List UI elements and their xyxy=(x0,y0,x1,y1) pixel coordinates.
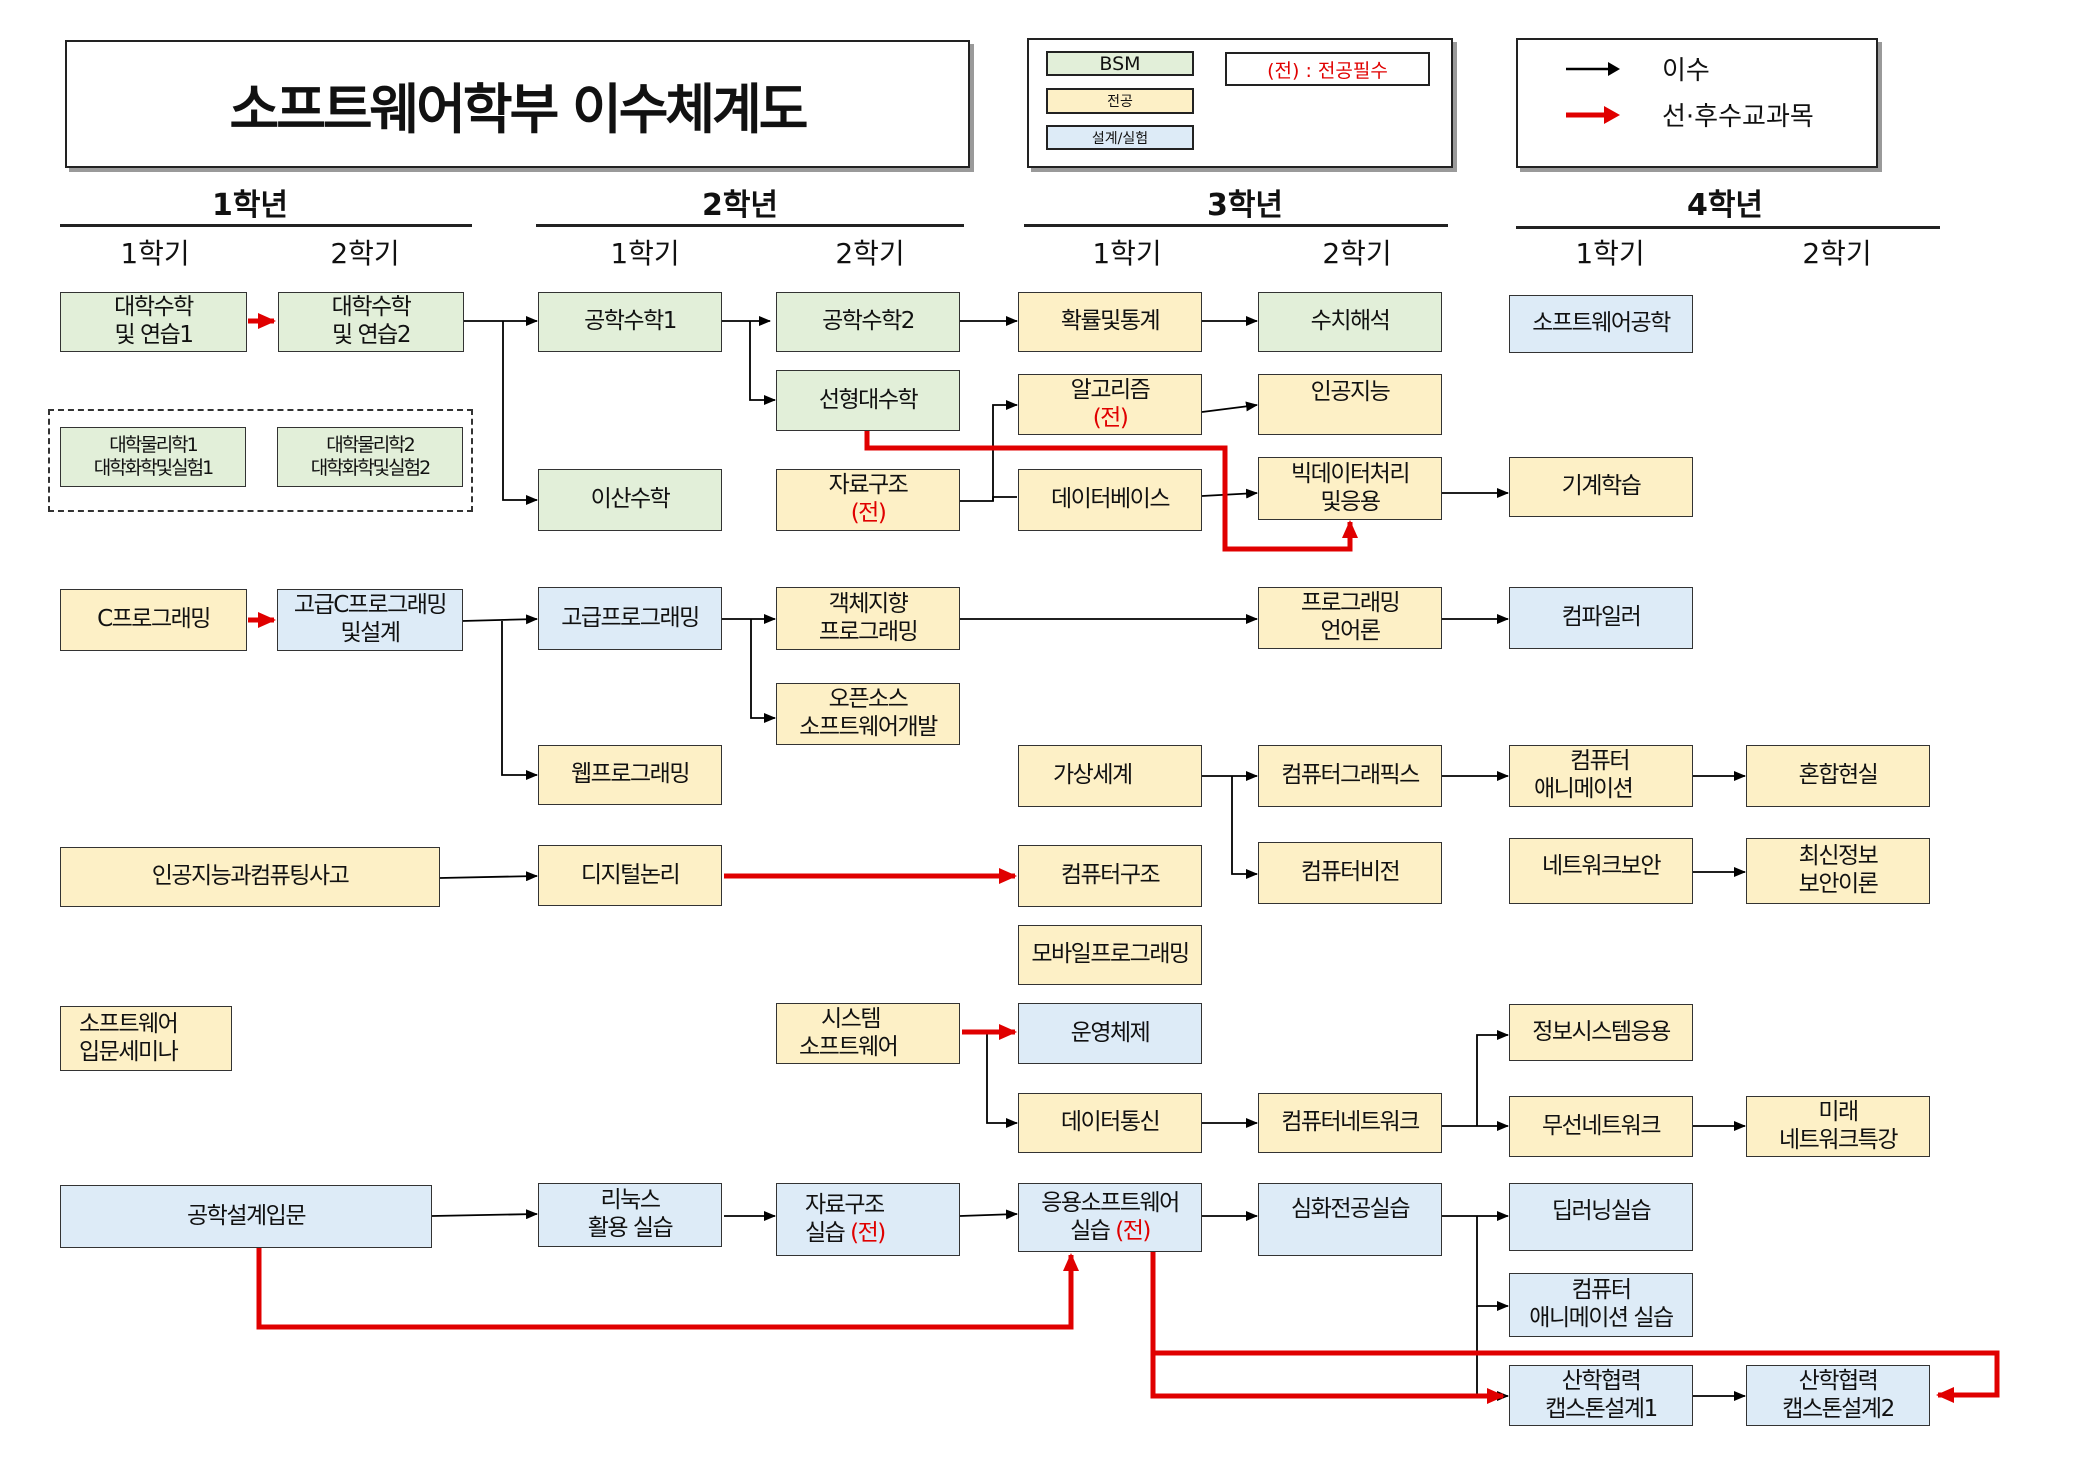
course-eng-math-2[interactable]: 공학수학2 xyxy=(776,292,960,352)
course-data-structures[interactable]: 자료구조(전) xyxy=(776,469,960,531)
legend-arrow-normal-label: 이수 xyxy=(1662,56,1710,86)
year-1-sem-1: 1학기 xyxy=(120,237,190,270)
legend-arrow-prereq-label: 선·후수교과목 xyxy=(1662,102,1814,132)
arrow-legend: 이수 선·후수교과목 xyxy=(1516,38,1878,168)
legend-arrow-prereq: 선·후수교과목 xyxy=(1564,96,1814,133)
color-legend: BSM 전공 설계/실험 (전) : 전공필수 xyxy=(1027,38,1453,168)
legend-required-note: (전) : 전공필수 xyxy=(1225,52,1430,86)
course-numerical-analysis[interactable]: 수치해석 xyxy=(1258,292,1442,352)
year-2-sem-1: 1학기 xyxy=(610,237,680,270)
course-deep-learning-lab[interactable]: 딥러닝실습 xyxy=(1509,1183,1693,1251)
year-4-line xyxy=(1516,226,1940,229)
course-wireless-network[interactable]: 무선네트워크 xyxy=(1509,1096,1693,1157)
course-artificial-intelligence[interactable]: 인공지능 xyxy=(1258,374,1442,435)
year-2-sem-2: 2학기 xyxy=(835,237,905,270)
year-3-sem-1: 1학기 xyxy=(1092,237,1162,270)
year-1-label: 1학년 xyxy=(211,188,289,223)
legend-major-swatch: 전공 xyxy=(1046,88,1194,114)
course-digital-logic[interactable]: 디지털논리 xyxy=(538,845,722,906)
course-algorithms[interactable]: 알고리즘(전) xyxy=(1018,374,1202,435)
year-1-sem-2: 2학기 xyxy=(330,237,400,270)
course-discrete-math[interactable]: 이산수학 xyxy=(538,469,722,531)
year-2-label: 2학년 xyxy=(701,188,779,223)
red-arrow-icon xyxy=(1566,105,1620,124)
legend-arrow-normal: 이수 xyxy=(1564,50,1710,87)
course-virtual-world[interactable]: 가상세계 xyxy=(1018,745,1202,807)
course-network-security[interactable]: 네트워크보안 xyxy=(1509,838,1693,904)
year-3-line xyxy=(1024,224,1448,227)
course-data-communication[interactable]: 데이터통신 xyxy=(1018,1093,1202,1153)
course-eng-design-intro[interactable]: 공학설계입문 xyxy=(60,1185,432,1248)
course-computer-graphics[interactable]: 컴퓨터그래픽스 xyxy=(1258,745,1442,807)
black-arrow-icon xyxy=(1566,61,1620,76)
year-3-sem-2: 2학기 xyxy=(1322,237,1392,270)
course-software-engineering[interactable]: 소프트웨어공학 xyxy=(1509,295,1693,353)
course-advanced-major-lab[interactable]: 심화전공실습 xyxy=(1258,1183,1442,1256)
page-title: 소프트웨어학부 이수체계도 xyxy=(229,77,809,141)
course-computer-architecture[interactable]: 컴퓨터구조 xyxy=(1018,845,1202,907)
course-computer-network[interactable]: 컴퓨터네트워크 xyxy=(1258,1093,1442,1153)
course-advanced-programming[interactable]: 고급프로그래밍 xyxy=(538,587,722,650)
year-4-sem-1: 1학기 xyxy=(1575,237,1645,270)
legend-design-swatch: 설계/실험 xyxy=(1046,125,1194,150)
year-4-sem-2: 2학기 xyxy=(1802,237,1872,270)
year-4-label: 4학년 xyxy=(1686,188,1764,223)
course-web-programming[interactable]: 웹프로그래밍 xyxy=(538,745,722,805)
course-mobile-programming[interactable]: 모바일프로그래밍 xyxy=(1018,925,1202,985)
legend-bsm-swatch: BSM xyxy=(1046,51,1194,76)
course-database[interactable]: 데이터베이스 xyxy=(1018,469,1202,531)
course-ai-computational-thinking[interactable]: 인공지능과컴퓨팅사고 xyxy=(60,847,440,907)
course-mixed-reality[interactable]: 혼합현실 xyxy=(1746,745,1930,807)
course-computer-vision[interactable]: 컴퓨터비전 xyxy=(1258,842,1442,904)
course-linear-algebra[interactable]: 선형대수학 xyxy=(776,370,960,431)
course-eng-math-1[interactable]: 공학수학1 xyxy=(538,292,722,352)
year-2-line xyxy=(536,224,964,227)
course-compiler[interactable]: 컴파일러 xyxy=(1509,587,1693,649)
course-operating-systems[interactable]: 운영체제 xyxy=(1018,1003,1202,1064)
year-1-line xyxy=(60,224,472,227)
course-probability-statistics[interactable]: 확률및통계 xyxy=(1018,292,1202,352)
course-info-system-app[interactable]: 정보시스템응용 xyxy=(1509,1004,1693,1061)
course-machine-learning[interactable]: 기계학습 xyxy=(1509,457,1693,517)
title-box: 소프트웨어학부 이수체계도 xyxy=(65,40,970,168)
year-3-label: 3학년 xyxy=(1206,188,1284,223)
course-c-programming[interactable]: C프로그래밍 xyxy=(60,589,247,651)
physics-chemistry-group xyxy=(48,409,473,512)
